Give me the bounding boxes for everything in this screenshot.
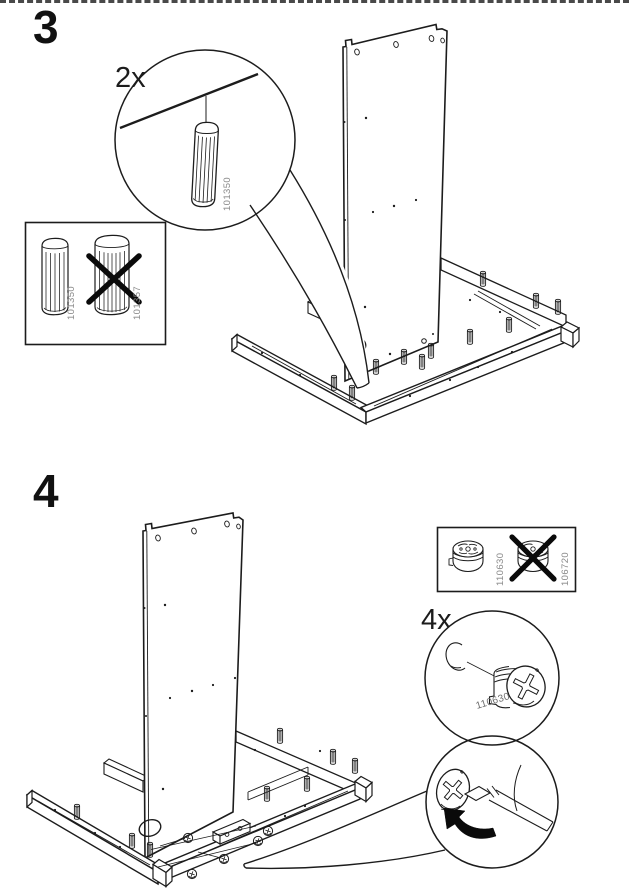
motion-arc (513, 764, 522, 812)
cam-insert-detail: 110630 (445, 642, 546, 712)
correct-part-number: 110630 (495, 553, 506, 586)
step-3-illustration: 101350 101350 101357 (24, 23, 581, 426)
incorrect-part-number: 106720 (560, 552, 571, 586)
cam-locks-on-rail (150, 825, 274, 880)
phillips-slot (512, 673, 540, 700)
panel-edge-line (119, 72, 259, 130)
dowel-icon (191, 121, 219, 208)
cam-turn-callout (425, 735, 559, 869)
side-panel (138, 512, 244, 860)
magnifier-callout: 101350 (114, 49, 296, 231)
cross-out-icon (86, 253, 142, 305)
cross-out-icon (509, 534, 557, 582)
panel-fitting-hole (421, 338, 427, 344)
cam-insert-callout (424, 610, 560, 746)
base-holes (53, 748, 322, 849)
step-3-number: 3 (33, 1, 59, 53)
correct-part-number: 101350 (66, 286, 77, 320)
callout-part-number: 101350 (222, 177, 233, 211)
callout-tail (244, 162, 370, 389)
correct-dowel-icon (41, 237, 69, 316)
base-frame (25, 727, 374, 888)
callout-tail (243, 790, 458, 870)
parts-validation-box: 101350 101357 (24, 221, 167, 346)
phillips-slot (442, 779, 464, 801)
rotation-arrow-icon (443, 807, 497, 839)
page-cut-dashes (0, 0, 629, 3)
incorrect-part-number: 101357 (132, 286, 143, 320)
cam-turn-detail (435, 764, 554, 839)
step-4-number: 4 (33, 465, 59, 517)
panel-top-holes (354, 35, 445, 56)
cable-hole (138, 818, 162, 838)
correct-cam-lock-icon (448, 540, 484, 573)
panel-hole (445, 642, 466, 671)
callout-circle-fill (425, 611, 559, 745)
base-frame (230, 270, 581, 426)
panel-dowel-holes (343, 116, 434, 356)
side-panel (341, 23, 448, 383)
panel-dowel-holes (143, 603, 237, 791)
step-4-illustration: 110630 106720 (25, 512, 577, 888)
screwdriver-icon (463, 785, 554, 832)
cam-lock-icon (488, 665, 546, 709)
base-holes (260, 298, 514, 398)
parts-validation-box: 110630 106720 (436, 526, 577, 593)
panel-top-holes (155, 520, 241, 542)
